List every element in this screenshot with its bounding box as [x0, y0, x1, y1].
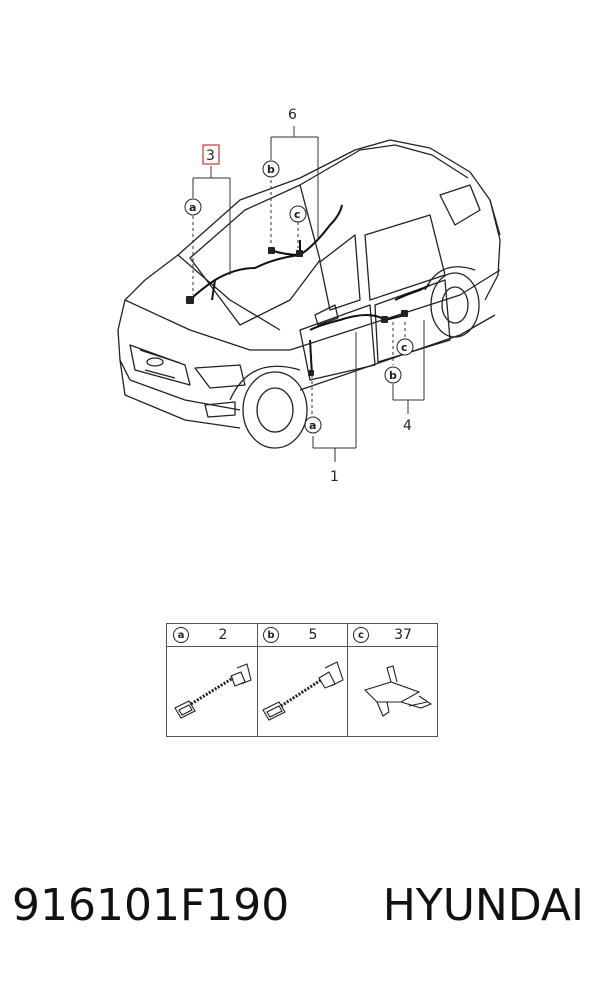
grommet-plug-icon	[262, 661, 344, 721]
brand-name: HYUNDAI	[382, 880, 584, 931]
callout-3-highlighted: 3	[202, 144, 220, 165]
harness-connectors	[186, 247, 408, 376]
svg-text:b: b	[389, 369, 397, 382]
part-quantity: 2	[218, 627, 228, 643]
grommet-plug-icon	[174, 663, 252, 719]
parts-legend-head-c: c 37	[347, 624, 437, 646]
letter-b-top: b	[262, 160, 280, 178]
parts-legend-head-a: a 2	[167, 624, 257, 646]
svg-text:c: c	[294, 208, 301, 221]
letter-a-bottom: a	[304, 416, 322, 434]
letter-badge: a	[173, 627, 189, 643]
part-quantity: 37	[394, 627, 412, 643]
letter-a-top: a	[184, 198, 202, 216]
svg-text:4: 4	[403, 418, 412, 434]
parts-legend-header-row	[167, 624, 437, 647]
part-quantity: 5	[308, 627, 318, 643]
svg-text:1: 1	[330, 469, 339, 485]
svg-text:3: 3	[206, 148, 215, 164]
callout-4: 4	[403, 418, 412, 434]
svg-text:c: c	[401, 341, 408, 354]
parts-legend-head-b: b 5	[257, 624, 347, 646]
parts-legend-cell-b: b 5	[257, 624, 348, 736]
wiring-harness	[189, 204, 431, 376]
letter-badge: c	[353, 627, 369, 643]
callout-6: 6	[288, 107, 297, 123]
svg-text:a: a	[189, 201, 196, 214]
vehicle-illustration	[117, 139, 501, 449]
svg-text:6: 6	[288, 107, 297, 123]
svg-text:a: a	[309, 419, 316, 432]
parts-legend-table: a 2 b 5	[166, 623, 438, 737]
leader-lines	[192, 126, 425, 462]
svg-text:b: b	[267, 163, 275, 176]
footer: 916101F190 HYUNDAI	[0, 880, 600, 940]
letter-c-right: c	[396, 338, 414, 356]
part-number: 916101F190	[12, 880, 290, 931]
parts-legend-cell-c: c 37	[347, 624, 437, 736]
parts-legend-cell-a: a 2	[167, 624, 258, 736]
wire-clip-bracket-icon	[363, 665, 433, 717]
letter-c-top: c	[289, 205, 307, 223]
letter-badge: b	[263, 627, 279, 643]
letter-b-right: b	[384, 366, 402, 384]
callout-1: 1	[330, 469, 339, 485]
